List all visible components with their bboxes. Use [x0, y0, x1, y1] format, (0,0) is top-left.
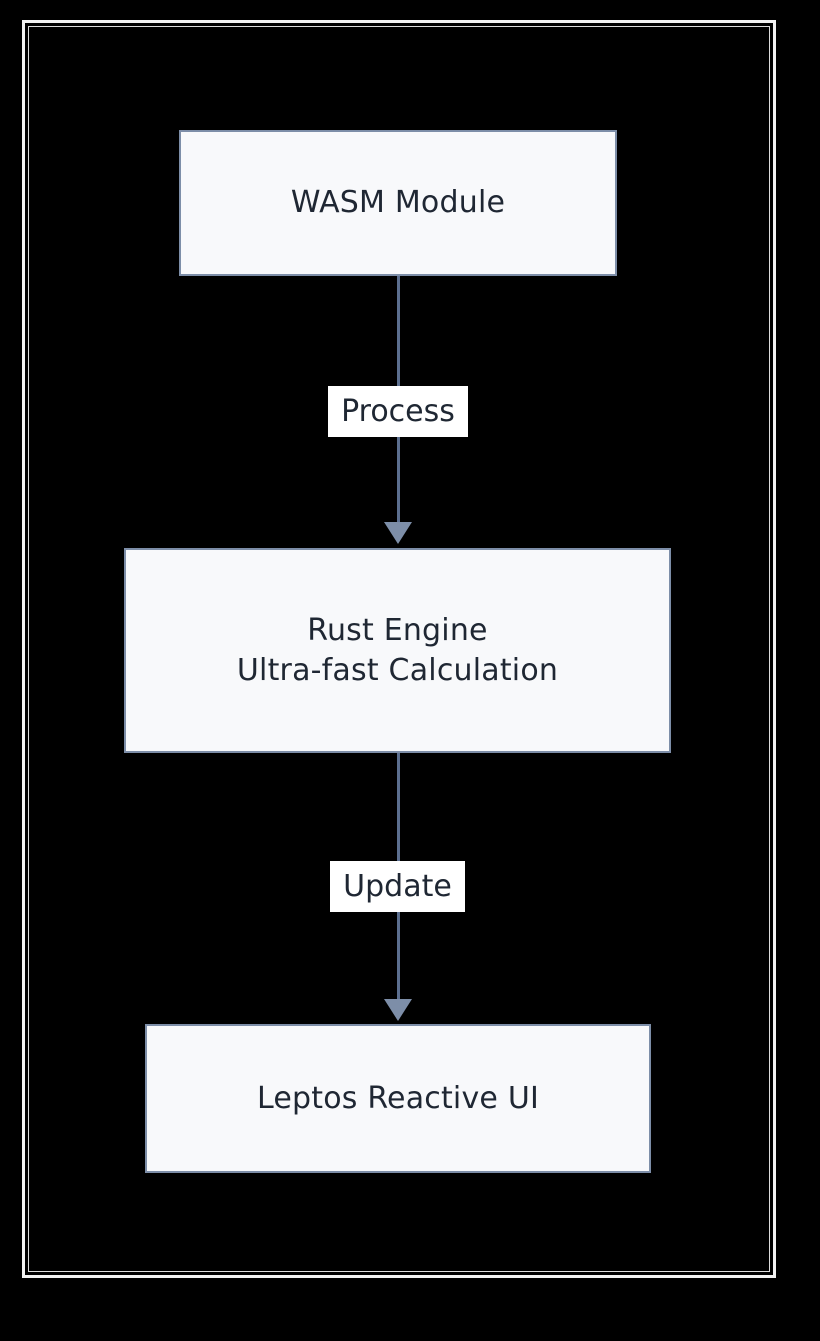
node-leptos-reactive-ui-label: Leptos Reactive UI: [256, 1080, 540, 1116]
diagram-frame-inner: [28, 26, 770, 1272]
arrow-down-icon: [384, 522, 412, 544]
node-wasm-module-label: WASM Module: [290, 185, 506, 221]
arrow-down-icon: [384, 999, 412, 1021]
diagram-frame-outer: [22, 20, 776, 1278]
edge-label-process: Process: [328, 386, 468, 437]
node-leptos-reactive-ui[interactable]: Leptos Reactive UI: [145, 1024, 651, 1173]
node-rust-engine[interactable]: Rust Engine Ultra-fast Calculation: [124, 548, 671, 753]
edge-label-update: Update: [330, 861, 465, 912]
node-wasm-module[interactable]: WASM Module: [179, 130, 617, 276]
node-rust-engine-label: Rust Engine Ultra-fast Calculation: [236, 612, 559, 688]
